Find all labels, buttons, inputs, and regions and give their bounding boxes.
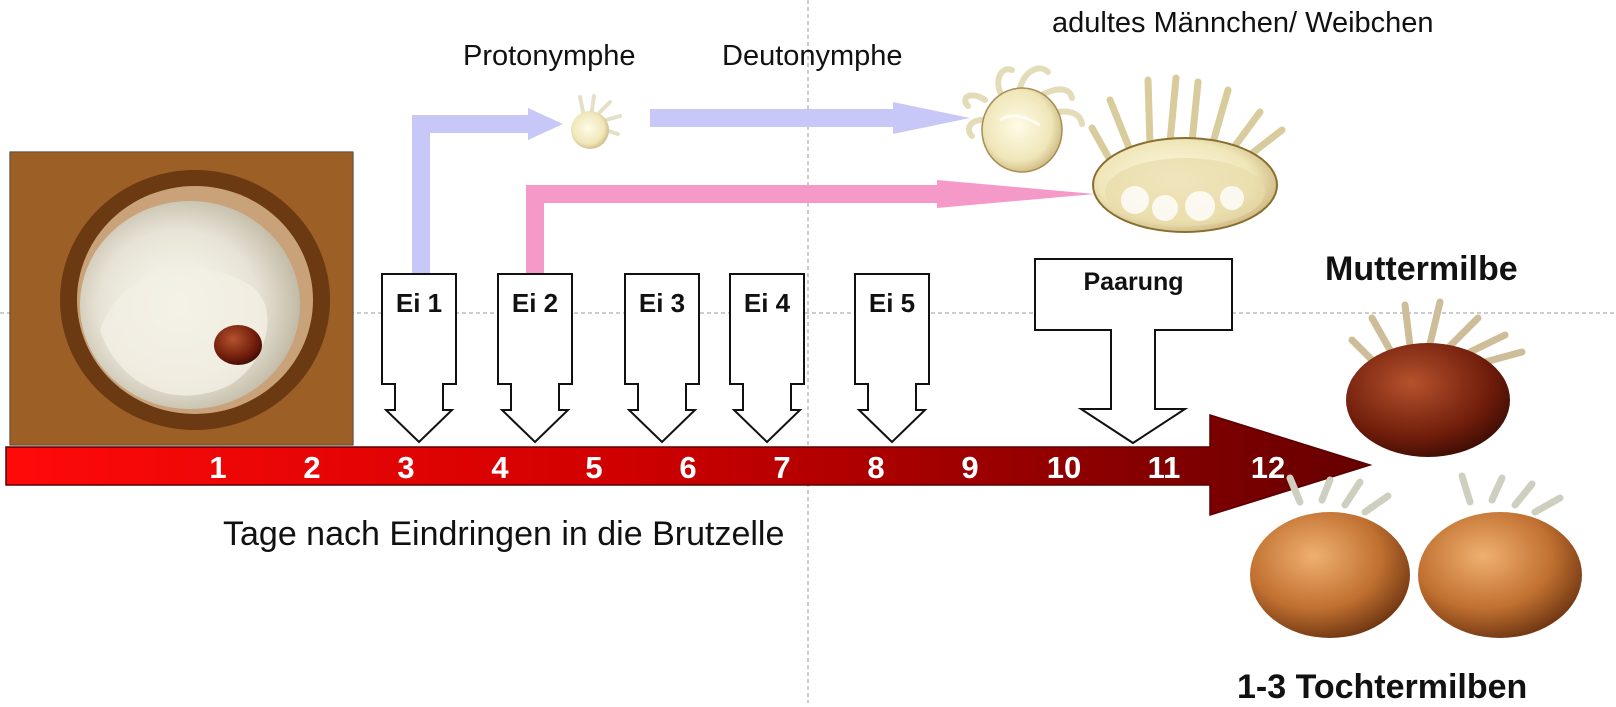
day-label-9: 9 <box>961 450 979 485</box>
timeline-arrow <box>5 413 1373 517</box>
egg-label-3: Ei 3 <box>638 288 686 318</box>
egg-callout-1 <box>381 273 457 444</box>
mating-callout <box>1034 258 1233 445</box>
male-development-path <box>412 102 970 274</box>
mating-label: Paarung <box>1083 268 1184 296</box>
day-label-5: 5 <box>585 450 603 485</box>
female-development-path <box>526 180 1095 276</box>
adults-label: adultes Männchen/ Weibchen <box>1052 7 1434 39</box>
timeline-caption: Tage nach Eindringen in die Brutzelle <box>223 515 785 553</box>
egg-callout-4 <box>729 273 805 444</box>
protonymph-mite <box>571 94 622 149</box>
egg-callout-5 <box>854 273 930 444</box>
day-label-11: 11 <box>1147 450 1181 485</box>
egg-label-4: Ei 4 <box>743 288 791 318</box>
adult-male-mite <box>962 65 1085 173</box>
day-label-3: 3 <box>397 450 415 485</box>
egg-callout-3 <box>624 273 700 444</box>
adult-female-mite <box>1088 74 1286 233</box>
mother-mite-label: Muttermilbe <box>1325 250 1518 288</box>
daughter-mite-left <box>1250 474 1410 638</box>
daughter-mite-right <box>1418 472 1582 638</box>
egg-label-1: Ei 1 <box>395 288 443 318</box>
day-label-4: 4 <box>491 450 509 485</box>
daughter-mites-label: 1-3 Tochtermilben <box>1237 668 1528 706</box>
egg-label-2: Ei 2 <box>511 288 559 318</box>
day-label-7: 7 <box>773 450 791 485</box>
day-label-10: 10 <box>1046 450 1082 485</box>
day-label-8: 8 <box>867 450 885 485</box>
mother-mite <box>1346 298 1526 457</box>
protonymph-label: Protonymphe <box>463 40 636 72</box>
deutonymph-label: Deutonymphe <box>722 40 903 72</box>
day-label-2: 2 <box>303 450 321 485</box>
egg-callout-2 <box>497 273 573 444</box>
egg-label-5: Ei 5 <box>868 288 916 318</box>
brood-cell-photo <box>9 151 354 446</box>
day-label-6: 6 <box>679 450 697 485</box>
varroa-mite-in-cell <box>214 325 262 365</box>
day-label-12: 12 <box>1250 450 1286 485</box>
day-label-1: 1 <box>209 450 227 485</box>
